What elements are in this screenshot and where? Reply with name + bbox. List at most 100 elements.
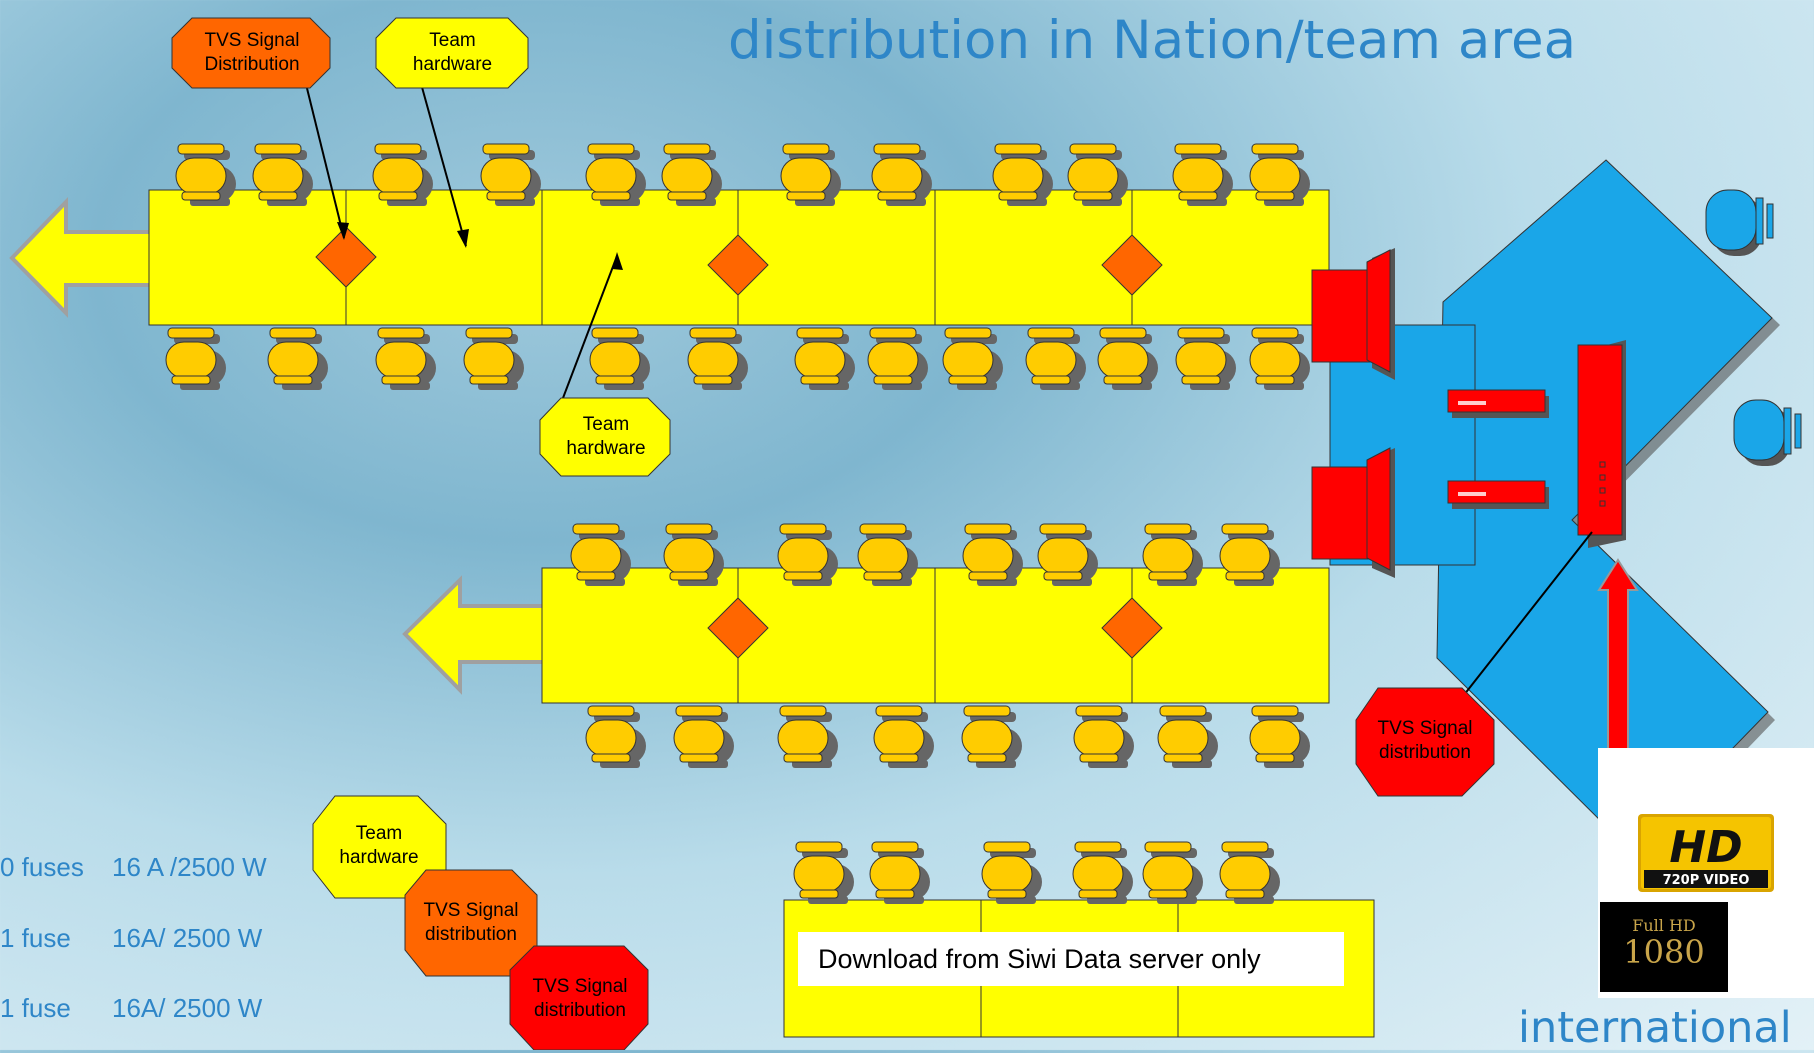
- chair: [871, 143, 932, 206]
- chair: [942, 327, 1003, 390]
- chair: [673, 705, 734, 768]
- monitor: [1311, 447, 1395, 578]
- legend-rating: 16A/ 2500 W: [112, 923, 263, 953]
- chair: [1219, 523, 1280, 586]
- tag-team-mid: Team hardware: [556, 404, 656, 470]
- chair: [589, 327, 650, 390]
- tag-label: Team hardware: [412, 30, 493, 75]
- network-switch: [1447, 389, 1549, 418]
- chair: [981, 841, 1042, 904]
- distribution-diamond: [707, 597, 769, 659]
- chairs: [165, 143, 1310, 904]
- legend-row: 1 fuse 16A/ 2500 W: [0, 923, 262, 954]
- legend-row: 0 fuses 16 A /2500 W: [0, 852, 267, 883]
- chair: [857, 523, 918, 586]
- tag-label: Team hardware: [339, 823, 419, 868]
- fullhd-num: 1080: [1623, 933, 1705, 971]
- tag-label: TVS Signal Distribution: [204, 30, 300, 75]
- legend-count: 0 fuses: [0, 852, 84, 882]
- chair: [267, 327, 328, 390]
- chair: [1249, 143, 1310, 206]
- arrowhead: [337, 222, 349, 240]
- chair: [252, 143, 313, 206]
- legend-rating: 16 A /2500 W: [112, 852, 267, 882]
- chair-blue: [1733, 399, 1802, 466]
- callout-lines: [300, 63, 1593, 701]
- chair: [962, 523, 1023, 586]
- arrowhead: [457, 229, 469, 248]
- chair: [165, 327, 226, 390]
- legend-row: 1 fuse 16A/ 2500 W: [0, 993, 262, 1024]
- tag-tvs-orange-top: TVS Signal Distribution: [182, 20, 322, 86]
- tag-shape-team-top: [375, 17, 529, 89]
- tag-label: Team hardware: [566, 414, 646, 459]
- chair: [661, 143, 722, 206]
- chair: [961, 705, 1022, 768]
- chair: [1249, 327, 1310, 390]
- download-note: Download from Siwi Data server only: [798, 932, 1344, 986]
- monitor: [1311, 248, 1395, 380]
- chair: [873, 705, 934, 768]
- chair: [1097, 327, 1158, 390]
- chair: [1025, 327, 1086, 390]
- tag-label: TVS Signal distribution: [1377, 718, 1473, 763]
- distribution-diamond: [1101, 234, 1163, 296]
- tag-tvs-red-right: TVS Signal distribution: [1362, 708, 1488, 774]
- chair: [992, 143, 1053, 206]
- tag-label: TVS Signal distribution: [423, 900, 519, 945]
- fullhd-top: Full HD: [1632, 916, 1696, 935]
- chair: [1142, 841, 1203, 904]
- hd-720p-logo: HD 720P VIDEO: [1638, 814, 1774, 892]
- chair: [372, 143, 433, 206]
- arrowhead: [612, 252, 623, 270]
- chair-blue: [1705, 189, 1774, 256]
- tag-shape-team-mid: [539, 397, 671, 477]
- distribution-diamond: [707, 234, 769, 296]
- chair: [794, 327, 855, 390]
- chair: [793, 841, 854, 904]
- table-row-bottom: [541, 567, 1330, 704]
- tag-legend-tvs-orange: TVS Signal distribution: [410, 890, 532, 956]
- chair: [1157, 705, 1218, 768]
- legend-count: 1 fuse: [0, 923, 71, 953]
- distribution-diamonds: [315, 226, 1163, 659]
- chair: [1067, 143, 1128, 206]
- page-title: distribution in Nation/team area: [728, 10, 1577, 71]
- chair: [463, 327, 524, 390]
- chair: [585, 143, 646, 206]
- chair: [869, 841, 930, 904]
- chair: [1175, 327, 1236, 390]
- chair: [375, 327, 436, 390]
- chair: [663, 523, 724, 586]
- hd-logo-sub: 720P VIDEO: [1663, 873, 1750, 888]
- chair: [480, 143, 541, 206]
- hd-logo-text: HD: [1669, 822, 1742, 873]
- footer-text: international: [1518, 1003, 1792, 1053]
- chair: [687, 327, 748, 390]
- chair: [777, 705, 838, 768]
- tag-legend-team: Team hardware: [323, 813, 435, 879]
- tag-legend-tvs-red: TVS Signal distribution: [518, 966, 642, 1032]
- chair: [1037, 523, 1098, 586]
- chair: [585, 705, 646, 768]
- legend-count: 1 fuse: [0, 993, 71, 1023]
- chair: [175, 143, 236, 206]
- chair: [1073, 705, 1134, 768]
- distribution-diamond: [1101, 597, 1163, 659]
- chair: [1142, 523, 1203, 586]
- tag-team-top: Team hardware: [395, 20, 510, 86]
- chair: [780, 143, 841, 206]
- chair: [1249, 705, 1310, 768]
- server-rack: [1577, 340, 1626, 548]
- tag-label: TVS Signal distribution: [532, 976, 628, 1021]
- tag-shape-tvs-red-right: [1355, 687, 1495, 797]
- legend-rating: 16A/ 2500 W: [112, 993, 263, 1023]
- chair: [867, 327, 928, 390]
- chair: [777, 523, 838, 586]
- tag-shape-tvs-orange-top: [171, 17, 331, 89]
- network-switch: [1447, 480, 1549, 509]
- distribution-diamond: [315, 226, 377, 288]
- chair: [1172, 143, 1233, 206]
- fullhd-1080-logo: Full HD 1080: [1600, 902, 1728, 992]
- tag-shape-legend-tvs-red: [509, 945, 649, 1050]
